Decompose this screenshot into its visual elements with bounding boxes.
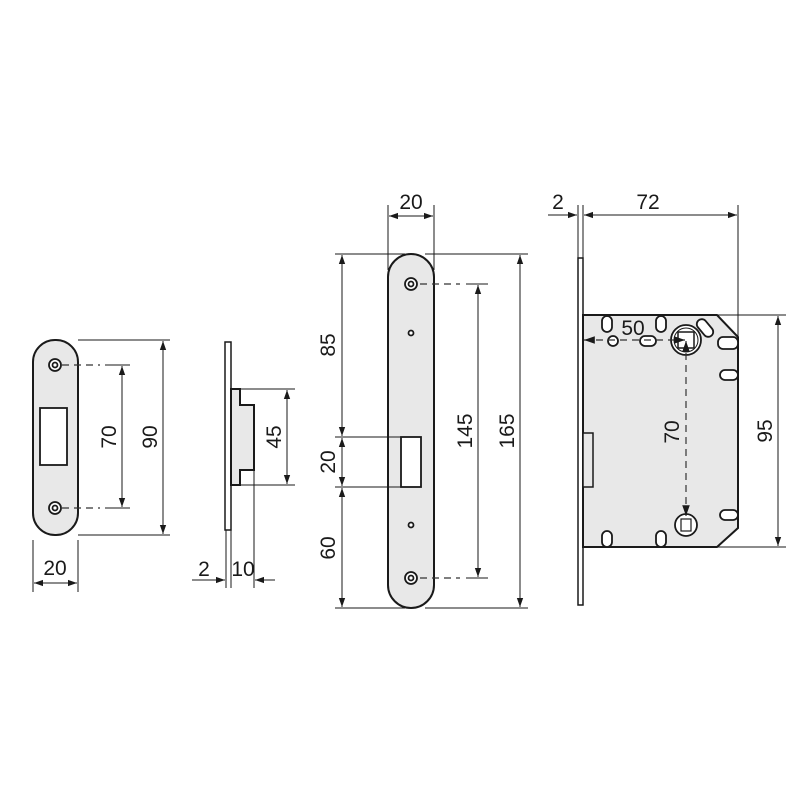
dimension-label: 95	[754, 419, 777, 442]
latch-opening	[39, 407, 68, 466]
faceplate	[387, 253, 435, 609]
dimension-label: 70	[661, 420, 684, 443]
dimension-label: 20	[317, 450, 340, 473]
dimension-label: 145	[454, 413, 477, 448]
dimension-label: 70	[98, 425, 121, 448]
strike-plate-side: 45 2 10	[192, 341, 295, 588]
dimension-label: 20	[399, 191, 422, 214]
dimension-label: 45	[263, 425, 286, 448]
dimension-label: 2	[552, 191, 564, 214]
latch-bolt	[582, 432, 594, 488]
dimension-label: 165	[496, 413, 519, 448]
lock-body-side: 2 72 50 70 95	[548, 191, 786, 606]
dimension-label: 90	[139, 425, 162, 448]
dimension-label: 20	[43, 557, 66, 580]
dimension-label: 72	[636, 191, 659, 214]
lock-faceplate-front: 20 85 20 60 145 165	[317, 191, 528, 609]
dimension-label: 85	[317, 333, 340, 356]
dimension-label: 10	[231, 558, 254, 581]
strike-plate-front: 70 90 20	[32, 339, 170, 592]
latch-bolt	[400, 436, 422, 488]
dimension-label: 60	[317, 536, 340, 559]
dimension-label: 2	[198, 558, 210, 581]
dimension-label: 50	[621, 317, 644, 340]
spindle-hub-icon	[670, 324, 702, 356]
key-hub-icon	[674, 513, 698, 537]
strike-box	[230, 388, 255, 486]
